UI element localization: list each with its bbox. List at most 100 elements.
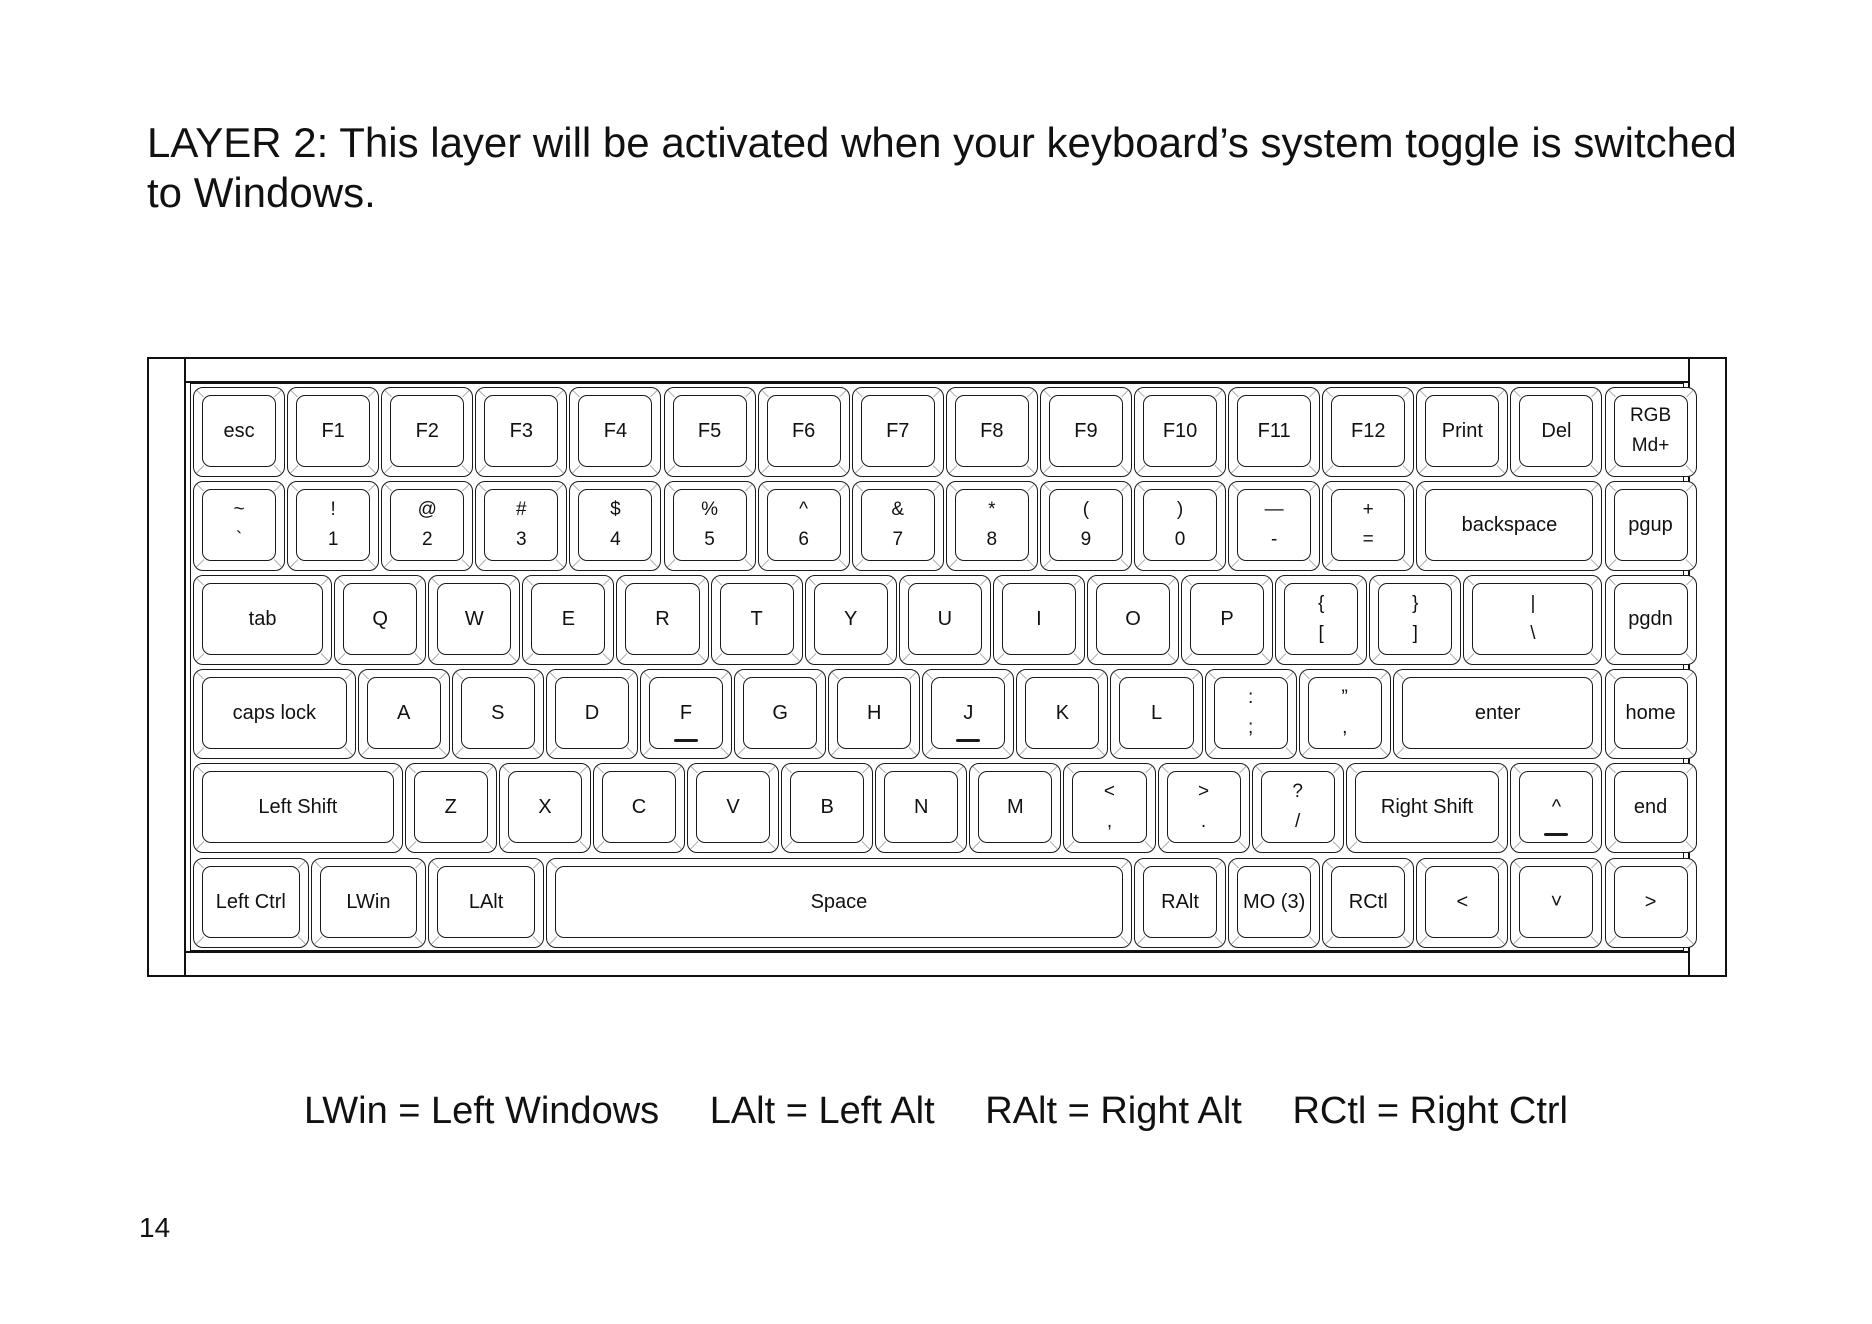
- key[interactable]: I: [992, 575, 1085, 666]
- key[interactable]: esc: [193, 387, 286, 477]
- key[interactable]: enter: [1392, 669, 1603, 760]
- key[interactable]: +=: [1322, 481, 1415, 572]
- key[interactable]: P: [1181, 575, 1274, 666]
- key[interactable]: F4: [569, 387, 662, 477]
- key[interactable]: &7: [851, 481, 944, 572]
- key[interactable]: Del: [1510, 387, 1603, 477]
- key[interactable]: —-: [1228, 481, 1321, 572]
- key[interactable]: ”,: [1298, 669, 1391, 760]
- key-legend: home: [1625, 702, 1676, 725]
- key[interactable]: G: [734, 669, 827, 760]
- keyboard-bottom-rail: [186, 951, 1688, 953]
- key[interactable]: ^: [1510, 763, 1603, 854]
- key[interactable]: E: [522, 575, 615, 666]
- key[interactable]: }]: [1369, 575, 1462, 666]
- key-legend-shifted: !: [330, 499, 336, 521]
- key[interactable]: V: [687, 763, 780, 854]
- key[interactable]: %5: [663, 481, 756, 572]
- key[interactable]: @2: [381, 481, 474, 572]
- key[interactable]: F3: [475, 387, 568, 477]
- key[interactable]: F11: [1228, 387, 1321, 477]
- key[interactable]: R: [616, 575, 709, 666]
- key[interactable]: Q: [334, 575, 427, 666]
- key[interactable]: tab: [193, 575, 333, 666]
- key[interactable]: LWin: [310, 857, 427, 948]
- key[interactable]: Space: [545, 857, 1132, 948]
- key[interactable]: <: [1416, 857, 1509, 948]
- key[interactable]: W: [428, 575, 521, 666]
- key[interactable]: pgdn: [1604, 575, 1697, 666]
- key[interactable]: {[: [1275, 575, 1368, 666]
- key-legend: ^6: [769, 490, 839, 560]
- key[interactable]: F7: [851, 387, 944, 477]
- key[interactable]: F10: [1134, 387, 1227, 477]
- key[interactable]: F12: [1322, 387, 1415, 477]
- key[interactable]: *8: [945, 481, 1038, 572]
- key[interactable]: backspace: [1416, 481, 1603, 572]
- key[interactable]: <,: [1063, 763, 1156, 854]
- key[interactable]: Left Shift: [193, 763, 403, 854]
- key-legend: D: [584, 702, 600, 725]
- key[interactable]: H: [828, 669, 921, 760]
- key[interactable]: MO (3): [1228, 857, 1321, 948]
- key[interactable]: S: [451, 669, 544, 760]
- key[interactable]: Y: [804, 575, 897, 666]
- key-legend: <,: [1074, 772, 1144, 842]
- key[interactable]: J: [922, 669, 1015, 760]
- layer-heading: LAYER 2: This layer will be activated wh…: [147, 119, 1737, 216]
- key[interactable]: pgup: [1604, 481, 1697, 572]
- key[interactable]: >: [1604, 857, 1697, 948]
- key-legend: C: [631, 796, 647, 819]
- key[interactable]: ˅: [1510, 857, 1603, 948]
- key[interactable]: LAlt: [428, 857, 544, 948]
- key[interactable]: L: [1110, 669, 1203, 760]
- key[interactable]: Left Ctrl: [193, 857, 309, 948]
- key[interactable]: X: [498, 763, 591, 854]
- key[interactable]: T: [710, 575, 803, 666]
- key-legend-shifted: @: [417, 499, 437, 521]
- key[interactable]: ?/: [1251, 763, 1344, 854]
- key[interactable]: M: [969, 763, 1062, 854]
- key[interactable]: #3: [475, 481, 568, 572]
- key[interactable]: K: [1016, 669, 1109, 760]
- key[interactable]: RAlt: [1134, 857, 1227, 948]
- key-legend: caps lock: [232, 702, 317, 725]
- key[interactable]: (9: [1039, 481, 1132, 572]
- key[interactable]: RCtl: [1322, 857, 1415, 948]
- key[interactable]: O: [1086, 575, 1180, 666]
- key[interactable]: A: [357, 669, 450, 760]
- key[interactable]: home: [1604, 669, 1697, 760]
- key[interactable]: end: [1604, 763, 1697, 854]
- key[interactable]: :;: [1204, 669, 1297, 760]
- key-legend-base: ;: [1247, 717, 1254, 739]
- key-legend: RAlt: [1161, 890, 1199, 913]
- key-legend: ?/: [1263, 772, 1333, 842]
- homing-bump: [956, 739, 981, 743]
- key[interactable]: !1: [287, 481, 380, 572]
- key[interactable]: ^6: [757, 481, 850, 572]
- key[interactable]: caps lock: [193, 669, 356, 760]
- key[interactable]: Print: [1416, 387, 1509, 477]
- key[interactable]: F2: [381, 387, 474, 477]
- key[interactable]: F5: [663, 387, 756, 477]
- key[interactable]: Right Shift: [1345, 763, 1509, 854]
- key[interactable]: F6: [757, 387, 850, 477]
- key[interactable]: F: [639, 669, 733, 760]
- key[interactable]: F9: [1039, 387, 1132, 477]
- key[interactable]: N: [875, 763, 968, 854]
- key[interactable]: $4: [569, 481, 662, 572]
- key[interactable]: )0: [1134, 481, 1227, 572]
- key[interactable]: D: [545, 669, 638, 760]
- key[interactable]: |\: [1463, 575, 1603, 666]
- key[interactable]: >.: [1157, 763, 1250, 854]
- key[interactable]: F8: [945, 387, 1038, 477]
- key[interactable]: C: [592, 763, 686, 854]
- legend-item: RCtl = Right Ctrl: [1292, 1090, 1568, 1132]
- key[interactable]: U: [898, 575, 991, 666]
- key[interactable]: F1: [287, 387, 380, 477]
- key[interactable]: Z: [404, 763, 497, 854]
- key[interactable]: ~`: [193, 481, 286, 572]
- key[interactable]: B: [781, 763, 874, 854]
